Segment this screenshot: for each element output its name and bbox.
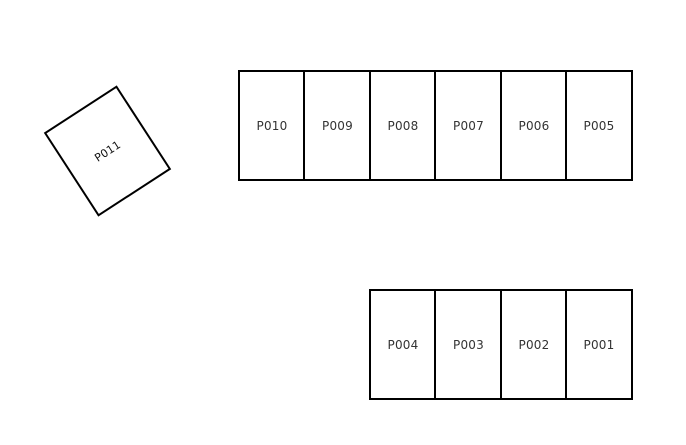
parking-space-p006[interactable]: P006 xyxy=(500,70,566,181)
space-label: P002 xyxy=(518,337,550,352)
space-label: P004 xyxy=(387,337,419,352)
parking-space-p010[interactable]: P010 xyxy=(238,70,304,181)
parking-space-p008[interactable]: P008 xyxy=(369,70,435,181)
space-label: P007 xyxy=(453,118,484,133)
space-label: P008 xyxy=(387,118,419,133)
space-label: P003 xyxy=(453,337,484,352)
space-label: P009 xyxy=(322,118,353,133)
parking-space-p001[interactable]: P001 xyxy=(565,289,633,400)
space-label: P006 xyxy=(518,118,550,133)
parking-space-p009[interactable]: P009 xyxy=(303,70,370,181)
space-label: P001 xyxy=(583,337,615,352)
parking-space-p007[interactable]: P007 xyxy=(434,70,501,181)
space-label: P005 xyxy=(583,118,615,133)
parking-space-p004[interactable]: P004 xyxy=(369,289,435,400)
parking-space-p005[interactable]: P005 xyxy=(565,70,633,181)
parking-space-p003[interactable]: P003 xyxy=(434,289,501,400)
parking-space-p002[interactable]: P002 xyxy=(500,289,566,400)
space-label: P010 xyxy=(256,118,288,133)
parking-space-p011[interactable]: P011 xyxy=(43,85,172,217)
space-label: P011 xyxy=(92,137,123,165)
